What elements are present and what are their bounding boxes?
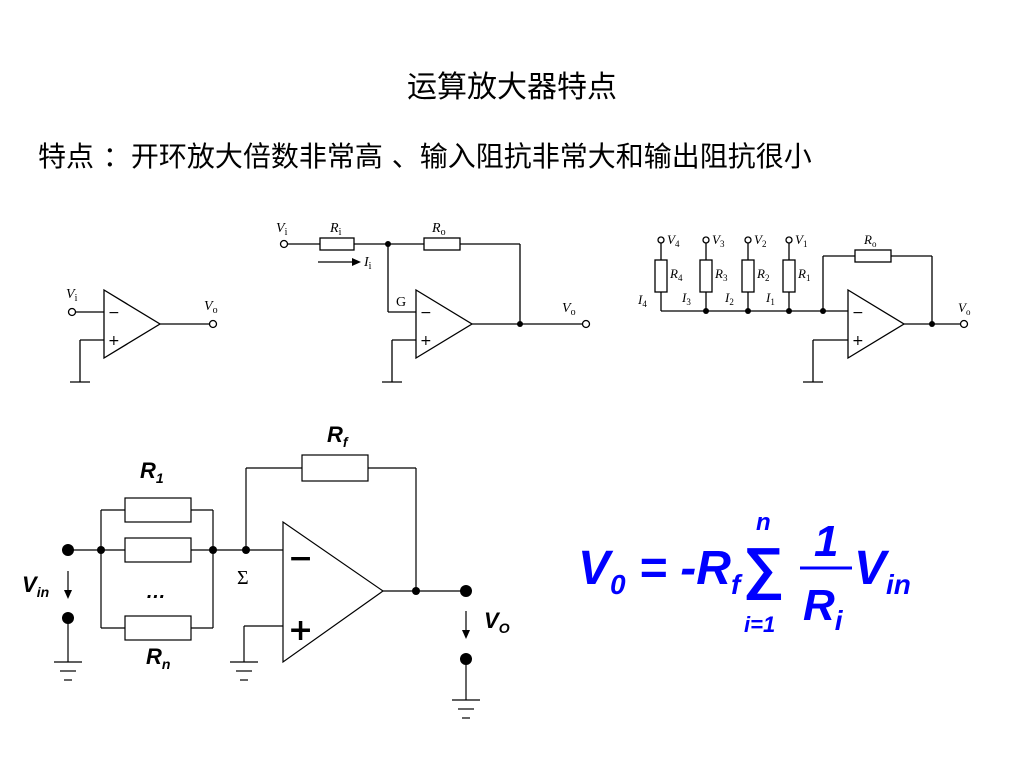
circuit-2-labels: Vi Ri Ro Ii G Vo − + xyxy=(276,221,576,349)
circuit-3-labels: V4 V3 V2 V1 R4 R3 R2 R1 I4 I3 I2 I1 Ro V… xyxy=(637,232,971,349)
svg-text:V4: V4 xyxy=(667,232,680,249)
c3-r1-label: R xyxy=(797,266,806,281)
c2-plus: + xyxy=(420,333,432,349)
c4-vin-label: V xyxy=(22,572,39,597)
c3-ro-label: R xyxy=(863,232,872,247)
svg-text:Ii: Ii xyxy=(363,255,372,272)
c3-minus: − xyxy=(852,305,864,321)
formula-denominator: R xyxy=(803,581,835,630)
c3-i2-label: I xyxy=(724,290,730,305)
svg-text:V2: V2 xyxy=(754,232,766,249)
circuit-4-summing-amp-large xyxy=(54,454,480,719)
page-title: 运算放大器特点 xyxy=(407,70,617,105)
svg-text:Vo: Vo xyxy=(204,299,218,316)
formula-eq: = -R xyxy=(626,542,732,595)
svg-text:Rf: Rf xyxy=(327,422,349,450)
formula-sum-top: n xyxy=(756,509,771,536)
c3-r4-label: R xyxy=(669,266,678,281)
formula-sum-bottom: i=1 xyxy=(744,612,775,637)
svg-text:I4: I4 xyxy=(637,292,647,309)
c4-rn-label: R xyxy=(146,644,162,669)
c4-sigma: Σ xyxy=(237,567,249,589)
c4-plus: + xyxy=(288,613,313,648)
c2-minus: − xyxy=(420,305,432,321)
svg-text:R3: R3 xyxy=(714,266,728,283)
svg-text:Vo: Vo xyxy=(562,301,576,318)
formula-sum-symbol: ∑ xyxy=(742,536,783,601)
c4-minus: − xyxy=(288,541,313,576)
c3-i3-label: I xyxy=(681,290,687,305)
svg-text:I2: I2 xyxy=(724,290,734,307)
c1-plus: + xyxy=(108,333,120,349)
svg-text:R2: R2 xyxy=(756,266,769,283)
circuit-1-labels: Vi Vo − + xyxy=(66,287,218,349)
c3-vo-label: V xyxy=(958,300,968,315)
svg-text:I1: I1 xyxy=(765,290,775,307)
formula-vin: V xyxy=(854,542,890,595)
formula-v0: V xyxy=(578,542,614,595)
c4-r1-label: R xyxy=(140,458,156,483)
svg-text:Rn: Rn xyxy=(146,644,170,672)
svg-text:V3: V3 xyxy=(712,232,725,249)
c2-node-g: G xyxy=(396,295,406,310)
c1-minus: − xyxy=(108,305,120,321)
c3-v1-label: V xyxy=(795,232,805,247)
c3-r2-label: R xyxy=(756,266,765,281)
c3-i1-label: I xyxy=(765,290,771,305)
circuit-1-opamp xyxy=(67,288,218,383)
circuit-3-summing-amp xyxy=(654,236,969,383)
circuit-4-labels: Rf R1 … Rn Σ Vin VO − + xyxy=(22,422,510,672)
svg-text:R1: R1 xyxy=(797,266,810,283)
c3-i4-label: I xyxy=(637,292,643,307)
c2-ro-label: R xyxy=(431,221,441,236)
svg-text:Vin: Vin xyxy=(854,542,911,600)
svg-text:Vo: Vo xyxy=(958,300,971,317)
c3-v2-label: V xyxy=(754,232,764,247)
c4-rf-label: R xyxy=(327,422,343,447)
c3-v4-label: V xyxy=(667,232,677,247)
c4-vo-label: V xyxy=(484,608,501,633)
svg-text:Vin: Vin xyxy=(22,572,49,600)
svg-text:Vi: Vi xyxy=(66,287,78,304)
c2-vi-label: V xyxy=(276,221,286,236)
c3-r3-label: R xyxy=(714,266,723,281)
c2-ii-label: I xyxy=(363,255,370,270)
svg-text:Ri: Ri xyxy=(803,581,844,636)
svg-text:I3: I3 xyxy=(681,290,691,307)
svg-text:V1: V1 xyxy=(795,232,807,249)
circuit-2-inverting-amp xyxy=(279,237,591,383)
c3-plus: + xyxy=(852,333,864,349)
svg-text:Ro: Ro xyxy=(431,221,446,238)
svg-text:Ri: Ri xyxy=(329,221,342,238)
page-subtitle: 特点 ：开环放大倍数非常高 、输入阻抗非常大和输出阻抗很小 xyxy=(38,140,812,173)
c2-ri-label: R xyxy=(329,221,339,236)
svg-text:R4: R4 xyxy=(669,266,683,283)
svg-text:R1: R1 xyxy=(140,458,164,486)
svg-text:Vi: Vi xyxy=(276,221,288,238)
c4-ellipsis: … xyxy=(146,581,166,603)
svg-text:V0 = -Rf: V0 = -Rf xyxy=(578,542,743,600)
c3-v3-label: V xyxy=(712,232,722,247)
c1-vi-label: V xyxy=(66,287,76,302)
c2-vo-label: V xyxy=(562,301,572,316)
c1-vo-label: V xyxy=(204,299,214,314)
svg-text:VO: VO xyxy=(484,608,510,636)
formula-numerator: 1 xyxy=(814,517,838,566)
svg-text:Ro: Ro xyxy=(863,232,877,249)
summing-formula: V0 = -Rf n ∑ i=1 1 Ri Vin xyxy=(578,509,911,637)
